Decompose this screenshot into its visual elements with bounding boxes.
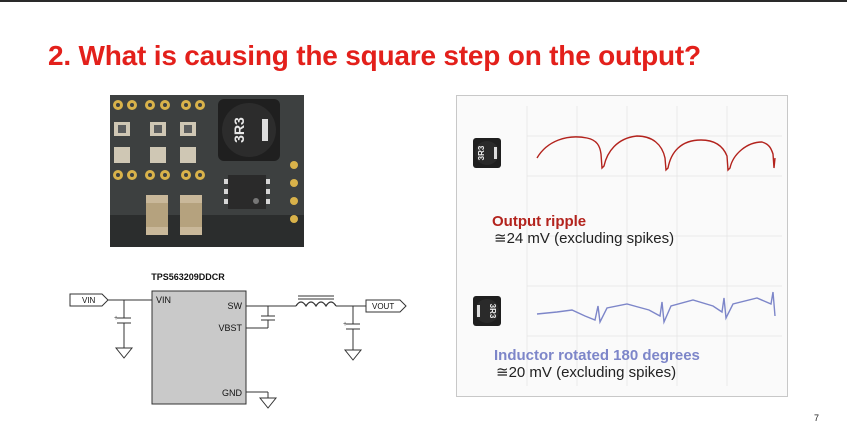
svg-text:+: + xyxy=(114,315,118,322)
rotated-inductor-trace xyxy=(536,291,776,325)
page-number: 7 xyxy=(814,413,820,423)
pin-vbst-label: VBST xyxy=(218,323,242,333)
vin-port-label: VIN xyxy=(82,296,96,305)
output-ripple-value: ≅24 mV (excluding spikes) xyxy=(494,230,675,247)
pin-gnd-label: GND xyxy=(222,388,243,398)
top-rule xyxy=(0,0,847,2)
svg-text:+: + xyxy=(343,321,347,328)
pcb-photo-drawing: 3R3 xyxy=(110,95,304,247)
scope-drawing: 3R3 3R3 xyxy=(473,106,782,386)
schematic-drawing: TPS563209DDCR VIN SW VBST GND VIN + + xyxy=(69,272,407,409)
pin-vin-label: VIN xyxy=(156,295,171,305)
scope-captures-panel: 3R3 3R3 Output ripple ≅24 mV (excluding … xyxy=(456,95,788,397)
slide-title: 2. What is causing the square step on th… xyxy=(48,40,701,71)
vout-port-label: VOUT xyxy=(372,302,394,311)
vin-port xyxy=(69,293,109,307)
part-number-label: TPS563209DDCR xyxy=(151,272,225,282)
ic-body xyxy=(151,290,247,405)
inductor-bottom-icon: 3R3 xyxy=(473,296,501,326)
photo-inductor-marking: 3R3 xyxy=(231,117,247,143)
inductor-symbol xyxy=(295,301,337,308)
buck-converter-schematic: TPS563209DDCR VIN SW VBST GND VIN + + xyxy=(68,268,418,418)
rotated-inductor-heading: Inductor rotated 180 degrees xyxy=(494,347,700,364)
output-ripple-heading: Output ripple xyxy=(492,213,587,230)
rotated-inductor-value: ≅20 mV (excluding spikes) xyxy=(496,364,677,381)
inductor-top-marking: 3R3 xyxy=(477,145,486,160)
pcb-photo: 3R3 xyxy=(110,95,304,247)
vout-port xyxy=(365,299,407,313)
pin-sw-label: SW xyxy=(228,301,243,311)
output-ripple-trace xyxy=(536,135,776,172)
inductor-top-icon: 3R3 xyxy=(473,138,501,168)
inductor-bottom-marking: 3R3 xyxy=(488,304,497,319)
